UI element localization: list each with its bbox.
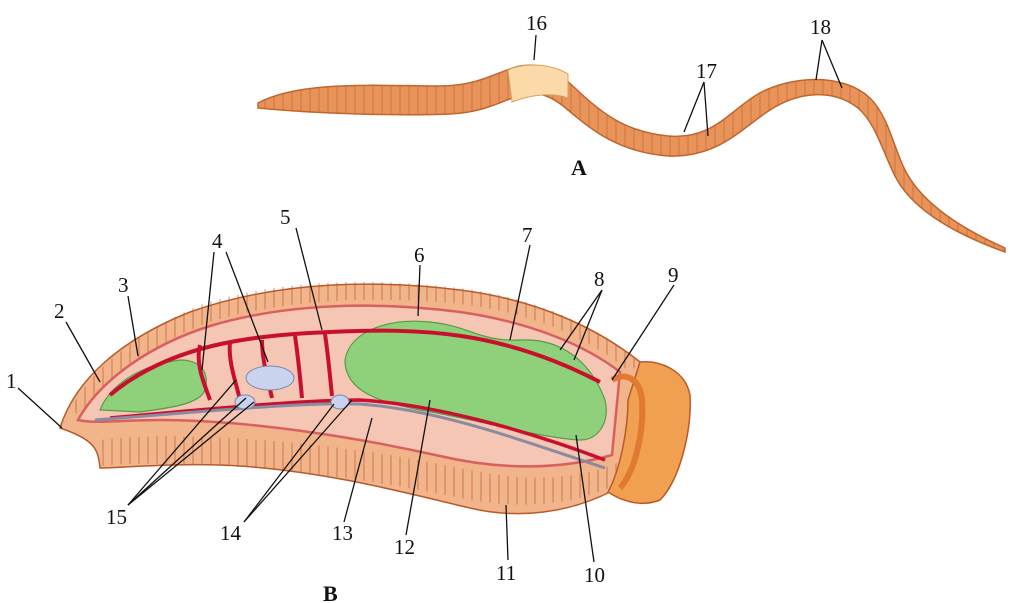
callout-10: 10: [584, 563, 605, 587]
callout-1: 1: [6, 369, 17, 393]
callout-16: 16: [526, 11, 547, 35]
callout-14: 14: [220, 521, 242, 545]
callout-18: 18: [810, 15, 831, 39]
callout-12: 12: [394, 535, 415, 559]
panel-a-whole-worm: [258, 65, 1005, 252]
callout-7: 7: [522, 223, 533, 247]
callout-11: 11: [496, 561, 516, 585]
callout-8: 8: [594, 267, 605, 291]
callout-6: 6: [414, 243, 425, 267]
panel-a-label: A: [571, 155, 587, 180]
callout-2: 2: [54, 299, 65, 323]
callout-15: 15: [106, 505, 127, 529]
seminal-vesicle: [246, 366, 294, 390]
ganglion-1: [235, 395, 255, 409]
callout-4: 4: [212, 229, 223, 253]
panel-b-label: B: [323, 581, 338, 603]
callout-17: 17: [696, 59, 717, 83]
callout-13: 13: [332, 521, 353, 545]
callout-3: 3: [118, 273, 129, 297]
panel-b-dissection: [60, 282, 690, 514]
worm-segments: [258, 65, 1005, 252]
callout-5: 5: [280, 205, 291, 229]
callout-9: 9: [668, 263, 679, 287]
